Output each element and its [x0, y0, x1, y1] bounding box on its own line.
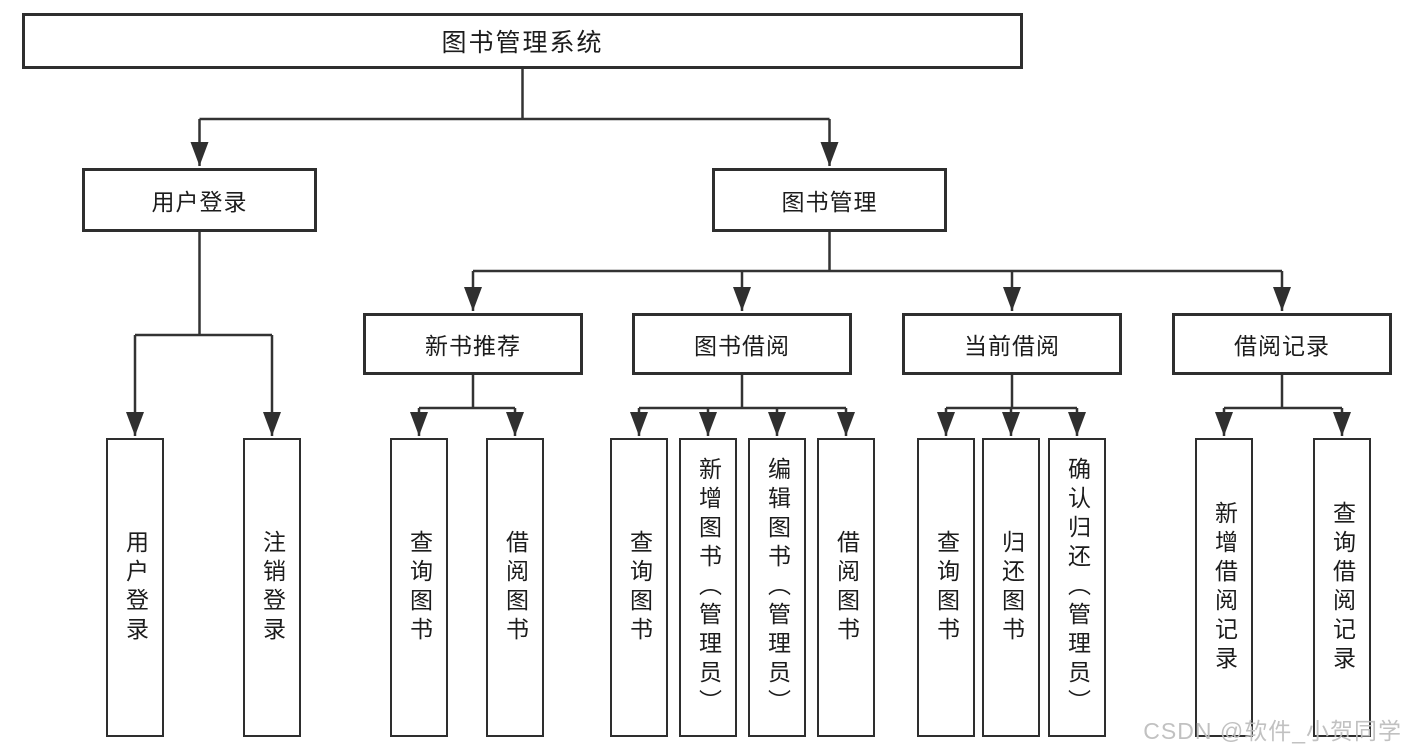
node-book-management: 图书管理: [712, 168, 947, 232]
node-label: 归还图书: [998, 529, 1025, 646]
node-br-query-record: 查询借阅记录: [1313, 438, 1371, 737]
node-br-add-record: 新增借阅记录: [1195, 438, 1253, 737]
node-label: 注销登录: [259, 529, 286, 646]
node-label: 查询图书: [933, 529, 960, 646]
node-label: 当前借阅: [964, 333, 1060, 359]
node-label: 新增图书（管理员）: [695, 457, 722, 718]
node-label: 用户登录: [151, 189, 248, 215]
node-bb-add-book-admin: 新增图书（管理员）: [679, 438, 737, 737]
node-cb-confirm-return-admin: 确认归还（管理员）: [1048, 438, 1106, 737]
node-cb-query-book: 查询图书: [917, 438, 975, 737]
node-label: 新增借阅记录: [1211, 500, 1238, 675]
node-library-system: 图书管理系统: [22, 13, 1023, 69]
node-book-borrowing: 图书借阅: [632, 313, 852, 375]
node-user-login-leaf: 用户登录: [106, 438, 164, 737]
node-label: 查询图书: [626, 529, 653, 646]
node-current-borrowing: 当前借阅: [902, 313, 1122, 375]
node-label: 借阅图书: [833, 529, 860, 646]
node-logout-leaf: 注销登录: [243, 438, 301, 737]
node-label: 查询图书: [406, 529, 433, 646]
csdn-watermark: CSDN @软件_小贺同学: [1143, 718, 1402, 744]
node-label: 新书推荐: [425, 333, 521, 359]
node-label: 图书管理: [781, 189, 878, 215]
node-label: 编辑图书（管理员）: [764, 457, 791, 718]
node-cb-return-book: 归还图书: [982, 438, 1040, 737]
node-bb-edit-book-admin: 编辑图书（管理员）: [748, 438, 806, 737]
node-label: 借阅记录: [1234, 333, 1330, 359]
node-nb-query-book: 查询图书: [390, 438, 448, 737]
node-new-book-recommend: 新书推荐: [363, 313, 583, 375]
node-label: 查询借阅记录: [1329, 500, 1356, 675]
node-label: 图书借阅: [694, 333, 790, 359]
node-label: 用户登录: [122, 529, 149, 646]
node-bb-query-book: 查询图书: [610, 438, 668, 737]
node-label: 借阅图书: [502, 529, 529, 646]
node-borrowing-records: 借阅记录: [1172, 313, 1392, 375]
node-label: 确认归还（管理员）: [1064, 457, 1091, 718]
node-user-login: 用户登录: [82, 168, 317, 232]
node-label: 图书管理系统: [441, 29, 604, 57]
node-bb-borrow-book: 借阅图书: [817, 438, 875, 737]
node-nb-borrow-book: 借阅图书: [486, 438, 544, 737]
